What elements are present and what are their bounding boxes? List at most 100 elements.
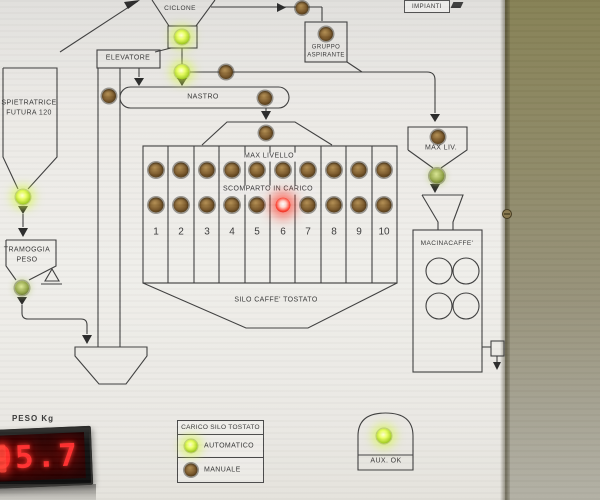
mode-automatico[interactable]: AUTOMATICO: [178, 435, 263, 458]
grinder-roller: [452, 257, 480, 285]
led-loading-2: [173, 197, 189, 213]
led-max-level-3: [199, 162, 215, 178]
led-max-liv-upper: [431, 130, 445, 144]
led-max-level-1: [148, 162, 164, 178]
tramoggia-label-line2: PESO: [16, 256, 38, 264]
compartment-number-8: 8: [331, 226, 337, 238]
arrow-right-icon: [277, 3, 286, 12]
led-max-level-9: [351, 162, 367, 178]
led-max-level-7: [300, 162, 316, 178]
display-shadow: [0, 484, 96, 500]
macinacaffe-body: [412, 229, 483, 373]
spietratrice-label-line1: SPIETRATRICE: [1, 99, 57, 107]
compartment-number-9: 9: [356, 226, 362, 238]
load-cell-icon: [41, 267, 62, 285]
led-loading-3: [199, 197, 215, 213]
led-tramoggia: [15, 281, 29, 295]
arrow-down-icon: [18, 206, 28, 214]
compartment-number-5: 5: [254, 226, 260, 238]
gruppo-aspirante-label-line1: GRUPPO: [311, 44, 341, 51]
spietratrice-to-ciclone-duct: [59, 0, 139, 53]
silo-funnel: [142, 282, 398, 329]
ciclone-to-elevator-line: [154, 47, 172, 53]
led-silo-inlet: [259, 126, 273, 140]
led-nastro-end: [258, 91, 272, 105]
aux-ok-label: AUX. OK: [370, 457, 402, 465]
grinder-roller: [425, 292, 453, 320]
grinder-outlet-box: [490, 340, 505, 357]
manuale-label: MANUALE: [204, 466, 241, 473]
led-aux-ok: [376, 428, 392, 444]
compartment-number-4: 4: [229, 226, 235, 238]
led-aspiration-duct: [295, 1, 309, 15]
led-loading-8: [326, 197, 342, 213]
panel-edge-shadow: [500, 0, 510, 500]
arrow-down-icon: [493, 362, 501, 370]
led-max-liv-lower: [429, 168, 445, 184]
led-loading-9: [351, 197, 367, 213]
led-loading-1: [148, 197, 164, 213]
nastro-label: NASTRO: [187, 93, 219, 101]
led-elevator-shaft: [102, 89, 116, 103]
screw-icon: [502, 209, 512, 219]
logo-text: IMPIANTI: [411, 3, 442, 10]
transport-duct: [190, 71, 436, 113]
elevator-boot: [74, 346, 148, 385]
spietratrice-outline: [2, 67, 58, 190]
led-max-level-5: [249, 162, 265, 178]
arrow-down-icon: [430, 114, 440, 122]
spietratrice-label-line2: FUTURA 120: [6, 109, 52, 117]
tramoggia-label-line1: TRAMOGGIA: [3, 246, 51, 254]
compartment-number-6: 6: [280, 226, 286, 238]
led-elevator-head: [174, 64, 190, 80]
carico-silo-tostato-box: CARICO SILO TOSTATO AUTOMATICO MANUALE: [177, 420, 264, 483]
max-liv-label: MAX LIV.: [424, 144, 458, 152]
max-livello-label: MAX LIVELLO: [241, 152, 297, 162]
led-max-level-2: [173, 162, 189, 178]
silo-compartment-dividers: [167, 146, 373, 283]
arrow-down-icon: [134, 78, 144, 86]
elevatore-label-box: [96, 49, 161, 69]
led-loading-5: [249, 197, 265, 213]
silo-inlet-cover: [201, 121, 333, 146]
led-loading-4: [224, 197, 240, 213]
grinder-roller: [425, 257, 453, 285]
led-max-level-4: [224, 162, 240, 178]
compartment-number-7: 7: [305, 226, 311, 238]
led-transport-duct: [219, 65, 233, 79]
peso-kg-label: PESO Kg: [11, 414, 55, 423]
silo-caffe-tostato-label: SILO CAFFE' TOSTATO: [234, 296, 318, 304]
arrow-down-icon: [17, 297, 27, 305]
grinder-roller: [452, 292, 480, 320]
compartment-number-3: 3: [204, 226, 210, 238]
led-automatico: [184, 439, 198, 453]
carico-title: CARICO SILO TOSTATO: [178, 421, 263, 435]
automatico-label: AUTOMATICO: [204, 442, 255, 450]
weight-display-face: 95.7: [0, 432, 86, 482]
gruppo-aspirante-box: [304, 21, 348, 63]
nastro-belt-outline: [119, 86, 290, 109]
display-partial-digit: [0, 444, 7, 473]
gruppo-aspirante-label-line2: ASPIRANTE: [307, 52, 345, 59]
elevatore-label: ELEVATORE: [105, 54, 151, 62]
arrow-up-icon: [124, 0, 140, 9]
gruppo-junction-line: [346, 61, 363, 73]
max-liv-hopper: [407, 126, 468, 169]
ciclone-label: CICLONE: [164, 4, 196, 12]
led-max-level-10: [376, 162, 392, 178]
led-max-level-8: [326, 162, 342, 178]
weight-value: 95.7: [0, 437, 81, 477]
macinacaffe-label: MACINACAFFE': [420, 239, 474, 247]
tramoggia-to-boot-line: [21, 305, 88, 334]
led-loading-7: [300, 197, 316, 213]
arrow-down-icon: [177, 78, 187, 86]
compartment-number-1: 1: [153, 226, 159, 238]
led-gruppo-aspirante: [319, 27, 333, 41]
arrow-down-icon: [82, 335, 92, 344]
manufacturer-logo: IMPIANTI: [404, 0, 450, 13]
mode-manuale[interactable]: MANUALE: [178, 458, 263, 481]
led-loading-6-active: [275, 197, 291, 213]
led-spietratrice: [15, 189, 31, 205]
compartment-number-10: 10: [378, 226, 390, 238]
aux-dome: [357, 412, 414, 471]
